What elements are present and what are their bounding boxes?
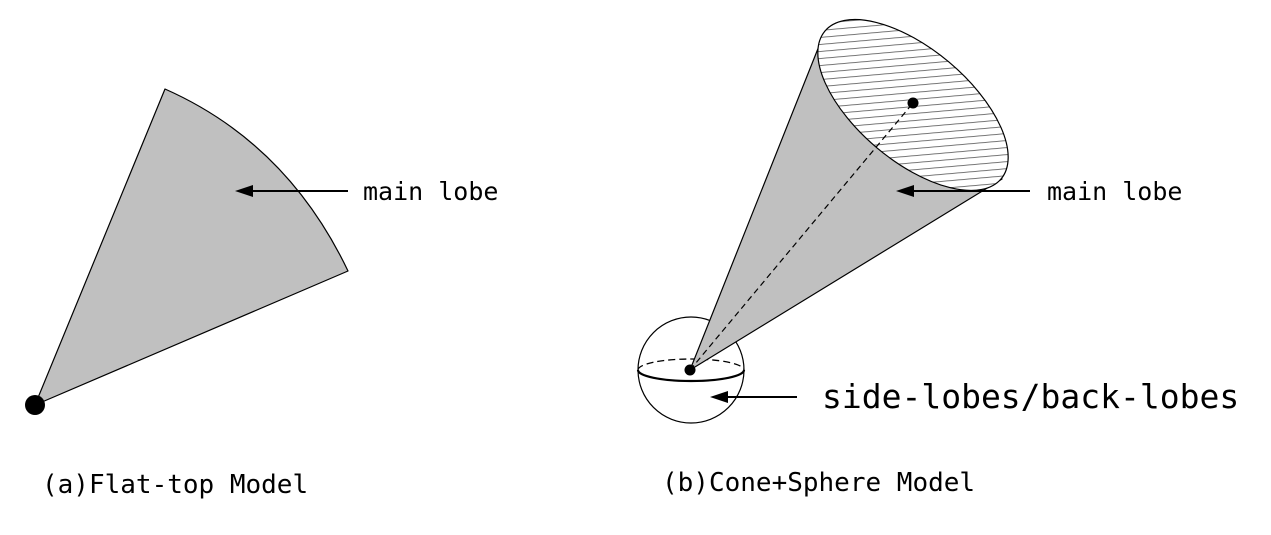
flat-top-caption: (a)Flat-top Model [42,470,308,500]
side-lobe-label: side-lobes/back-lobes [822,377,1239,416]
sphere-equator-front [636,369,746,383]
cone-main-lobe-arrowhead [896,185,914,197]
side-lobe-arrowhead [710,391,728,403]
flat-top-main-lobe-arrowhead [235,185,253,197]
cone-sphere-caption: (b)Cone+Sphere Model [662,468,975,498]
cone-antenna-origin-dot [684,364,696,376]
flat-top-main-lobe-sector [34,88,349,406]
cone-axis-dashed-line [689,102,914,371]
flat-top-model-diagram: main lobe (a)Flat-top Model [25,88,498,500]
flat-top-antenna-origin-dot [25,395,45,415]
cone-sphere-model-diagram: main lobe side-lobes/back-lobes (b)Cone+… [636,18,1239,498]
flat-top-main-lobe-label: main lobe [363,177,498,206]
sphere-equator-back [637,358,745,371]
cone-main-lobe-label: main lobe [1047,177,1182,206]
cone-cap-center-dot [907,97,919,109]
